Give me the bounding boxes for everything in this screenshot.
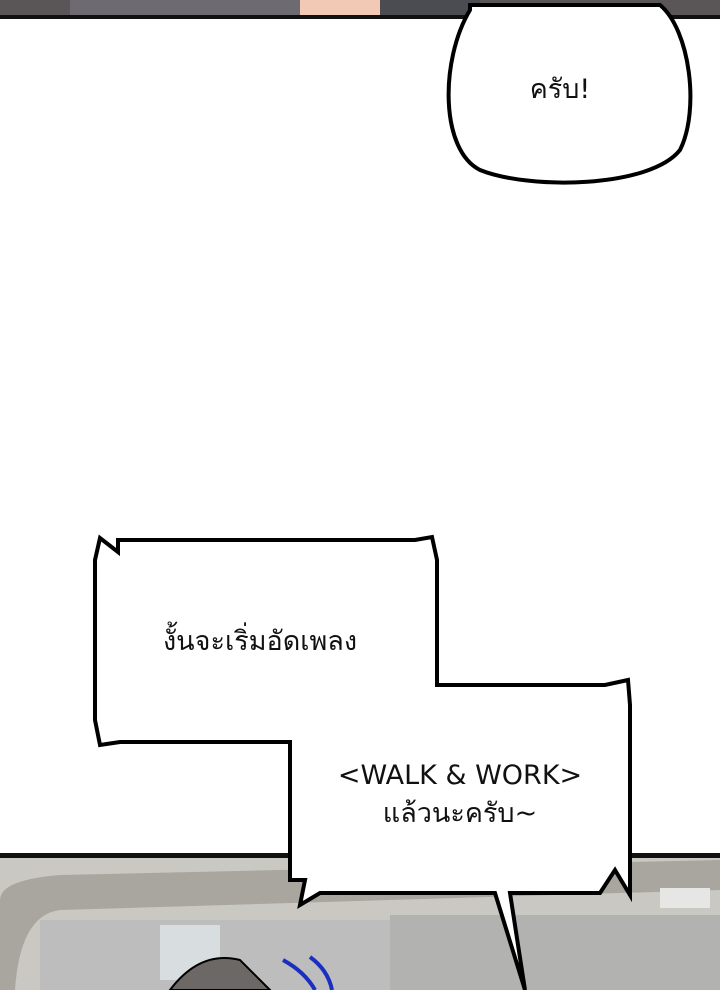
speech-bubble-top [446, 3, 693, 185]
box-text-right-line1: <WALK & WORK> [337, 760, 583, 791]
box-text-left: งั้นจะเริ่มอัดเพลง [163, 626, 357, 657]
box-text-right-line2: แล้วนะครับ~ [382, 798, 538, 829]
speech-box-combined [93, 534, 632, 990]
bubble-text-top: ครับ! [529, 74, 591, 105]
